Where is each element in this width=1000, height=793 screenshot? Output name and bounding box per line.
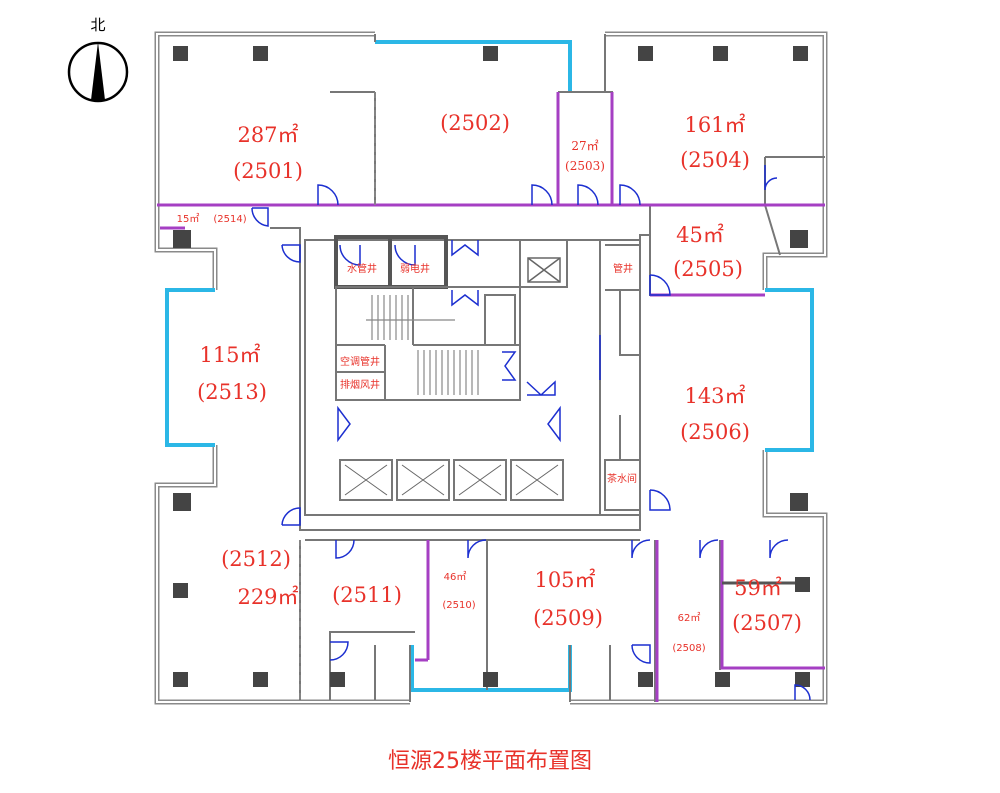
glass-curtain-east bbox=[765, 288, 814, 452]
unit-2513-code: (2513) bbox=[197, 380, 267, 404]
unit-2501-code: (2501) bbox=[233, 159, 303, 183]
unit-2508-code: (2508) bbox=[672, 643, 705, 654]
pipe-shaft-label: 管井 bbox=[613, 262, 633, 275]
unit-2505-code: (2505) bbox=[673, 257, 743, 281]
unit-2508-area: 62㎡ bbox=[678, 612, 701, 624]
unit-2504-code: (2504) bbox=[680, 148, 750, 172]
glass-curtain-north bbox=[375, 40, 572, 92]
interior-walls bbox=[157, 91, 825, 702]
unit-2507-code: (2507) bbox=[732, 611, 802, 635]
unit-2512-code: (2512) bbox=[221, 547, 291, 571]
north-arrow-icon bbox=[91, 42, 105, 100]
smoke-shaft-label: 排烟风井 bbox=[340, 378, 380, 391]
unit-2509-area: 105㎡ bbox=[534, 568, 595, 592]
unit-2509-code: (2509) bbox=[533, 606, 603, 630]
ac-shaft-label: 空调管井 bbox=[340, 355, 380, 368]
weak-power-shaft-label: 弱电井 bbox=[400, 262, 430, 275]
outer-walls bbox=[154, 31, 828, 705]
north-label: 北 bbox=[90, 16, 105, 34]
plan-title: 恒源25楼平面布置图 bbox=[388, 749, 592, 774]
unit-labels: 287㎡ (2501) (2502) 27㎡ (2503) 161㎡ (2504… bbox=[177, 111, 802, 654]
unit-2507-area: 59㎡ bbox=[734, 576, 782, 600]
doors bbox=[251, 165, 811, 701]
unit-2512-area: 229㎡ bbox=[237, 585, 298, 609]
tea-room-label: 茶水间 bbox=[607, 472, 637, 485]
unit-2504-area: 161㎡ bbox=[684, 113, 745, 137]
columns bbox=[173, 46, 810, 687]
north-compass: 北 bbox=[67, 16, 129, 103]
unit-2510-area: 46㎡ bbox=[444, 571, 467, 583]
unit-2511-code: (2511) bbox=[332, 583, 402, 607]
unit-2514-code: (2514) bbox=[213, 214, 246, 225]
unit-2510-code: (2510) bbox=[442, 600, 475, 611]
core-room-labels: 水管井 弱电井 空调管井 排烟风井 管井 茶水间 bbox=[340, 262, 637, 485]
water-shaft-label: 水管井 bbox=[347, 262, 377, 275]
unit-2506-area: 143㎡ bbox=[684, 384, 745, 408]
unit-2513-area: 115㎡ bbox=[199, 343, 260, 367]
unit-2514-area: 15㎡ bbox=[177, 213, 200, 225]
core-walls bbox=[270, 227, 650, 531]
unit-2502-code: (2502) bbox=[440, 111, 510, 135]
unit-2501-area: 287㎡ bbox=[237, 123, 298, 147]
unit-2506-code: (2506) bbox=[680, 420, 750, 444]
unit-2505-area: 45㎡ bbox=[676, 223, 724, 247]
unit-2503-code: (2503) bbox=[565, 159, 605, 173]
elevators bbox=[339, 459, 564, 501]
unit-2503-area: 27㎡ bbox=[571, 139, 598, 153]
glass-curtain-west bbox=[165, 288, 215, 447]
